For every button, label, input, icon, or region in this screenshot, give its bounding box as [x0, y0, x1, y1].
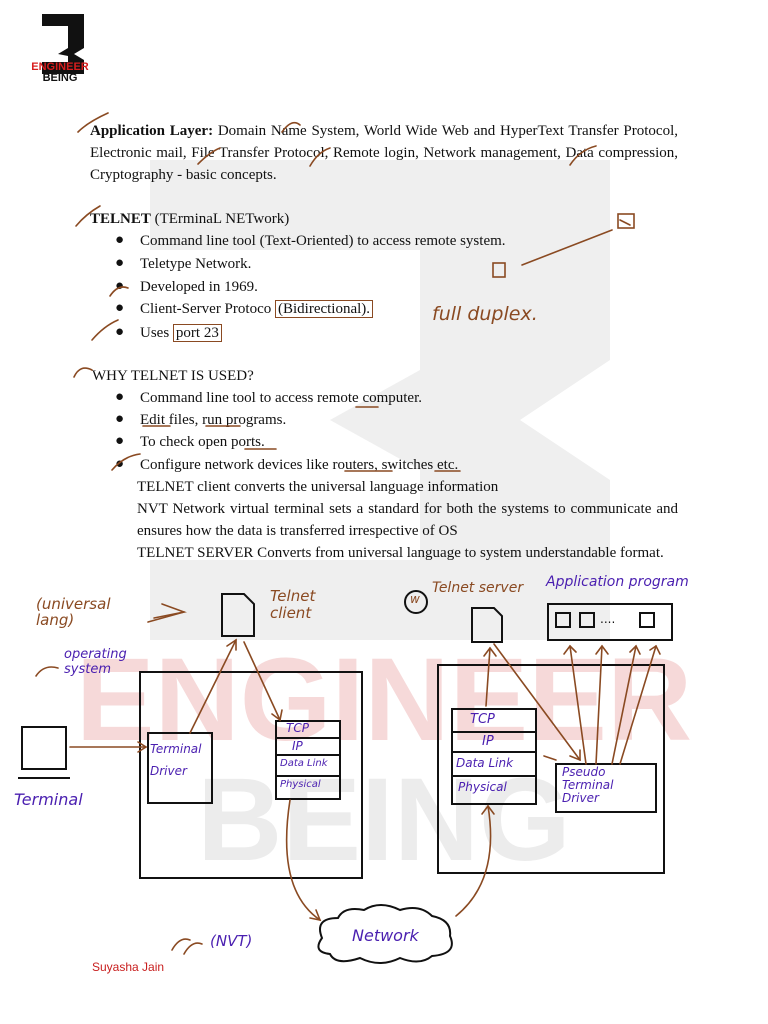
port-23-boxed: port 23 [172, 324, 222, 342]
annotation-application-program: Application program [546, 574, 689, 590]
bullet-dot: ● [115, 255, 125, 271]
why-telnet-heading: WHY TELNET IS USED? [92, 368, 254, 384]
telnet-heading: TELNET [90, 211, 151, 227]
client-tcp-label: TCP [286, 721, 309, 735]
app-program-dots: .... [600, 612, 616, 626]
why-bullet-4: Configure network devices like routers, … [140, 457, 459, 473]
why-bullet-1: Command line tool to access remote compu… [140, 390, 423, 406]
client-data-link-label: Data Link [280, 758, 328, 769]
client-physical-label: Physical [280, 779, 321, 790]
application-layer-paragraph: Application Layer: Domain Name System, W… [90, 120, 678, 186]
bidirectional-boxed: (Bidirectional). [274, 300, 374, 318]
telnet-bullet-5: Uses port 23 [140, 322, 222, 344]
why-bullet-2: Edit files, run programs. [140, 412, 287, 428]
telnet-bullet-3: Developed in 1969. [140, 279, 258, 295]
pseudo-terminal-driver-label: Pseudo Terminal Driver [562, 765, 614, 805]
client-ip-label: IP [292, 739, 303, 753]
telnet-bullet-4: Client-Server Protoco (Bidirectional). [140, 298, 374, 320]
server-physical-label: Physical [458, 780, 507, 794]
telnet-heading-line: TELNET (TErminaL NETwork) [90, 208, 289, 230]
why-line-server: TELNET SERVER Converts from universal la… [137, 545, 664, 561]
bullet-dot: ● [115, 324, 125, 340]
telnet-bullet-2: Teletype Network. [140, 256, 252, 272]
annotation-nvt: (NVT) [210, 932, 253, 950]
bullet-dot: ● [115, 278, 125, 294]
annotation-operating-system: operating system [64, 647, 127, 677]
author-footer: Suyasha Jain [92, 960, 165, 974]
annotation-terminal: Terminal [14, 790, 83, 809]
annotation-telnet-client: Telnet client [270, 587, 316, 622]
bullet-dot: ● [115, 232, 125, 248]
bullet-dot: ● [115, 411, 125, 427]
bullet-dot: ● [115, 456, 125, 472]
telnet-bullet-5-text: Uses [140, 325, 170, 341]
application-layer-text: Domain Name System, World Wide Web and H… [90, 123, 678, 183]
application-layer-heading: Application Layer: [90, 123, 214, 139]
logo-text-being: BEING [42, 72, 78, 84]
bullet-dot: ● [115, 433, 125, 449]
annotation-full-duplex: full duplex. [432, 303, 538, 325]
engineer-being-logo-icon [42, 14, 84, 74]
why-line-client: TELNET client converts the universal lan… [137, 479, 499, 495]
why-line-nvt: NVT Network virtual terminal sets a stan… [137, 501, 678, 539]
terminal-driver-label: Terminal Driver [150, 742, 202, 778]
logo-text-engineer: ENGINEER [31, 61, 89, 73]
bullet-dot: ● [115, 300, 125, 316]
annotation-telnet-server: Telnet server [432, 580, 524, 596]
bullet-dot: ● [115, 389, 125, 405]
server-ip-label: IP [482, 734, 494, 749]
annotation-universal-lang: (universal lang) [36, 595, 111, 629]
network-label: Network [352, 926, 419, 945]
telnet-bullet-4-text: Client-Server Protoco [140, 301, 272, 317]
telnet-bullet-1: Command line tool (Text-Oriented) to acc… [140, 233, 506, 249]
why-bullet-3: To check open ports. [140, 434, 265, 450]
annotation-w-circle: w [410, 592, 420, 606]
server-tcp-label: TCP [470, 712, 495, 727]
server-data-link-label: Data Link [456, 756, 514, 770]
telnet-subtitle: (TErminaL NETwork) [154, 211, 290, 227]
